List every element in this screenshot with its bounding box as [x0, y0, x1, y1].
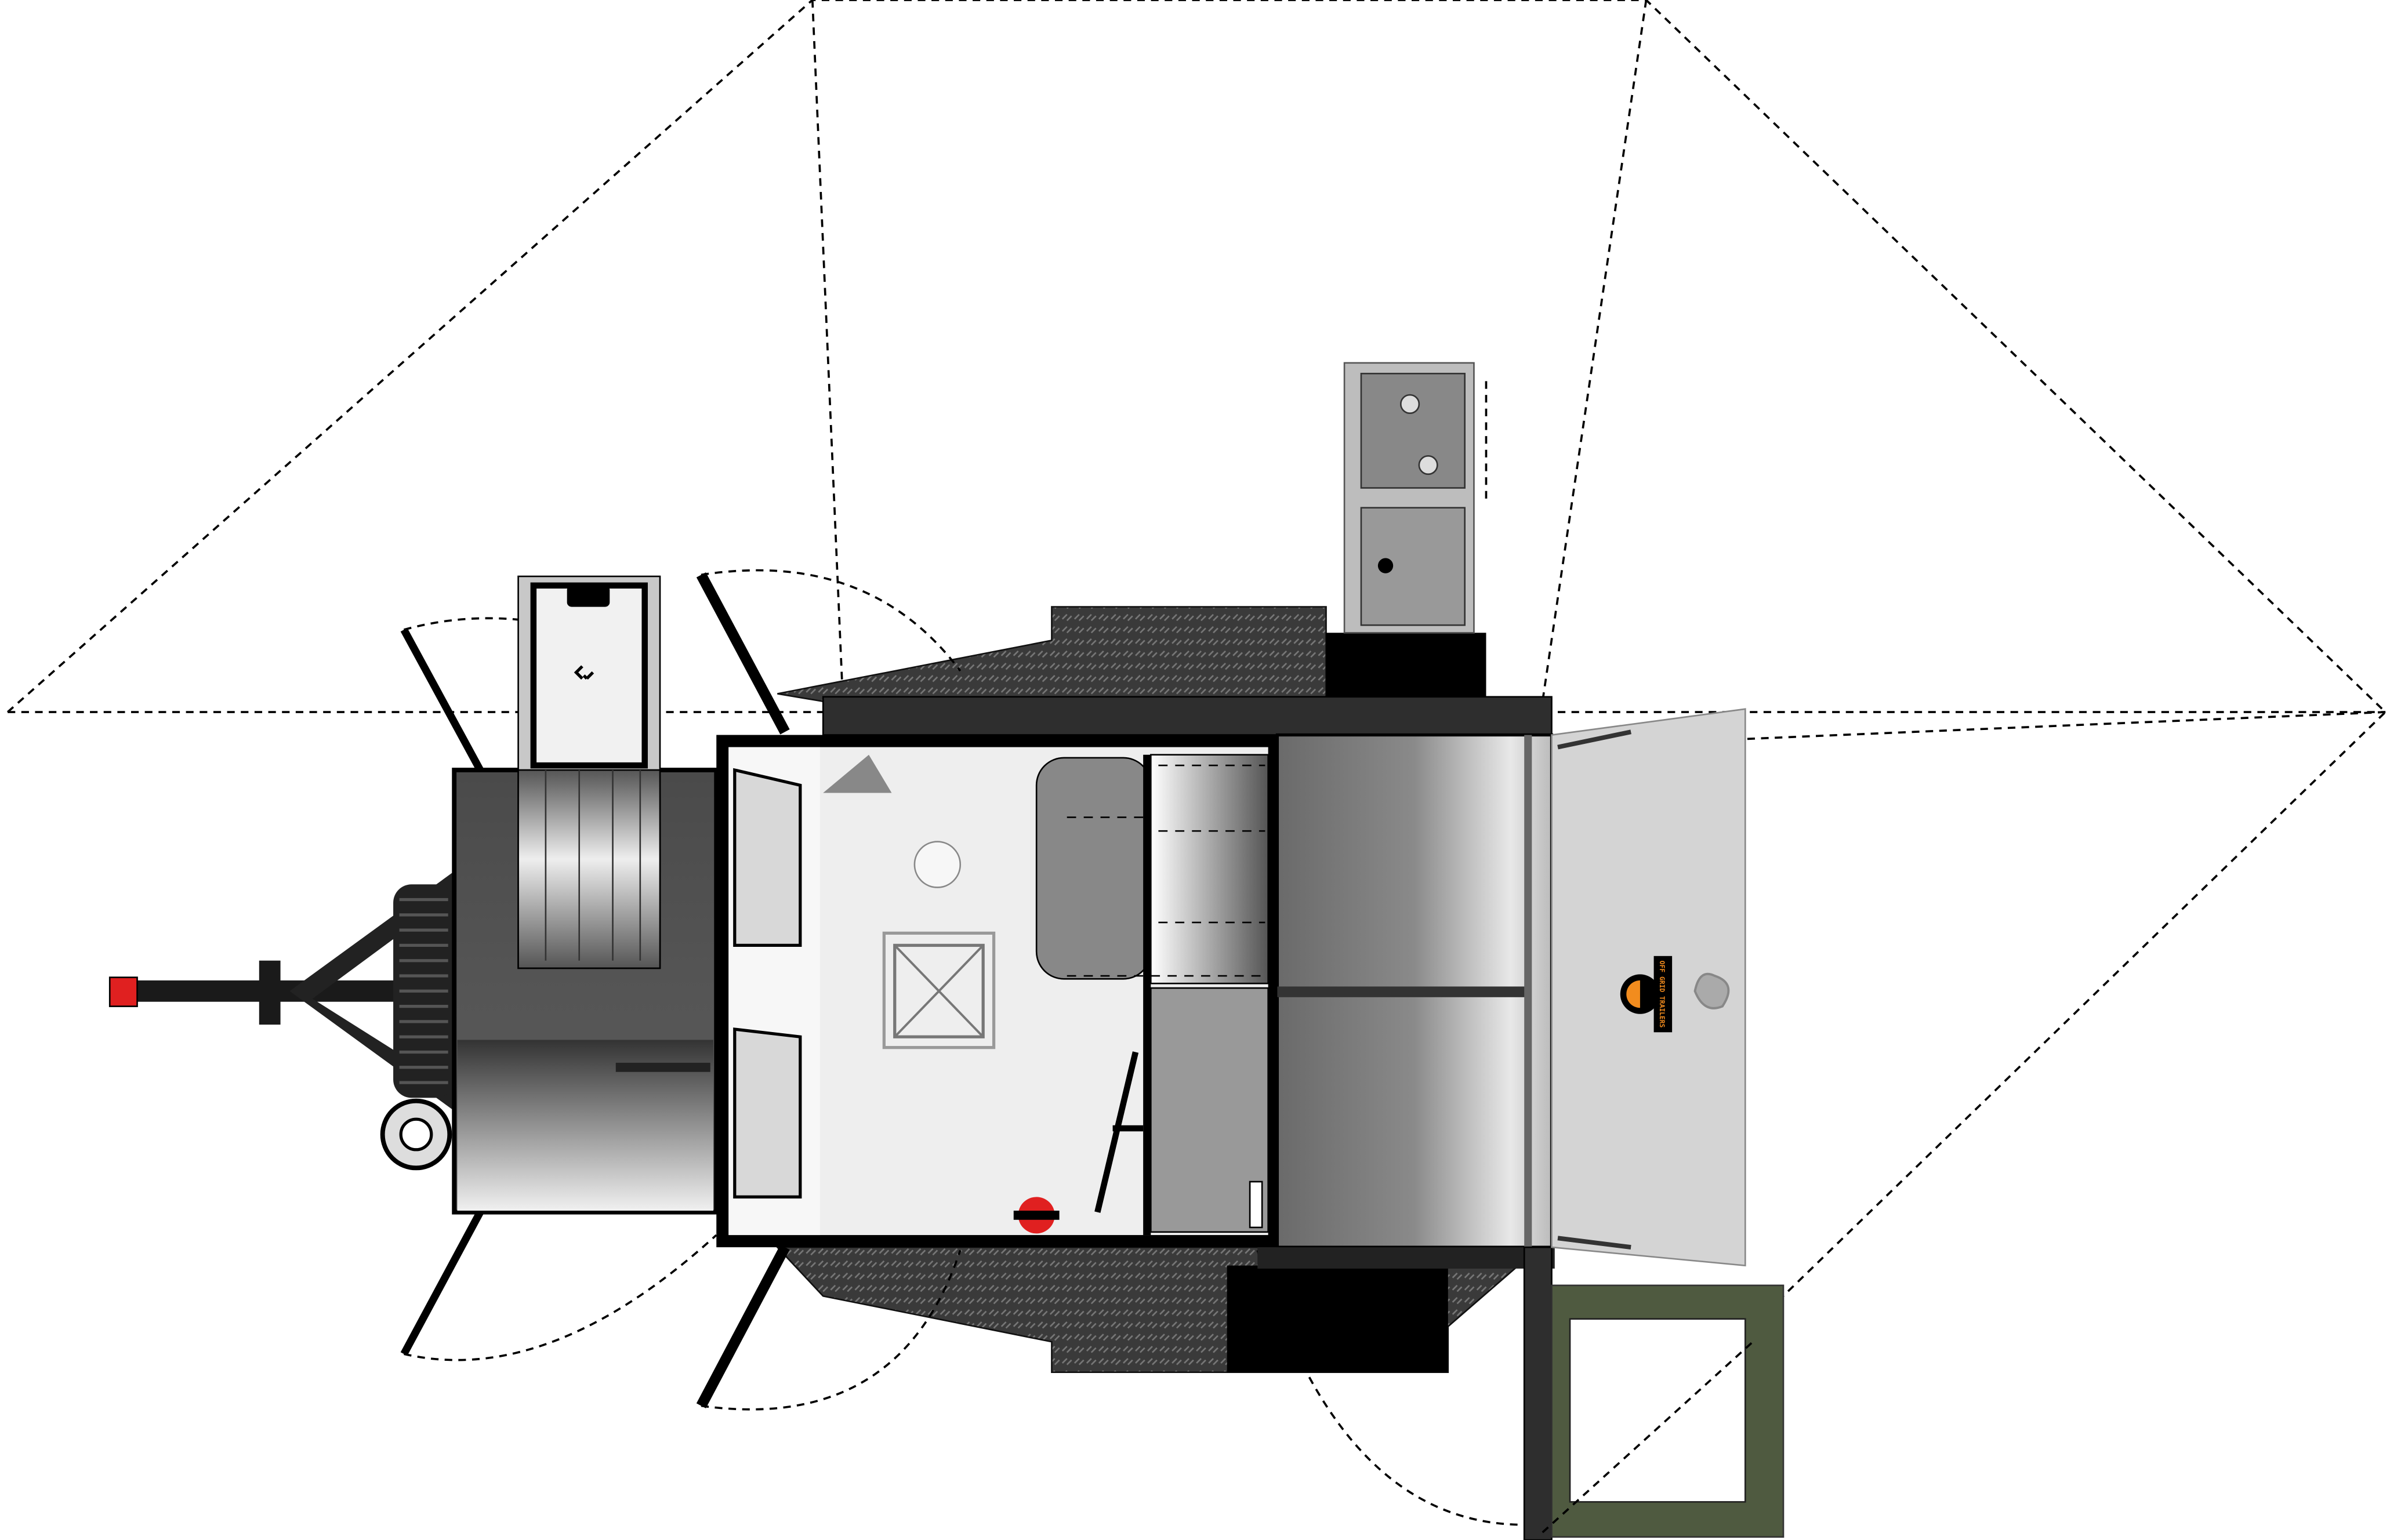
- shelf: [1149, 754, 1269, 985]
- pillow-bottom: [733, 1027, 802, 1198]
- ladder: [1094, 1051, 1144, 1213]
- fender-top: [777, 606, 1327, 702]
- spare-tire: [380, 884, 455, 1171]
- galley-door: OFF GRID TRAILERS: [1551, 708, 1746, 1267]
- brand-logo: OFF GRID TRAILERS: [1620, 956, 1673, 1033]
- front-storage-box: [452, 768, 719, 1215]
- support-post: [1523, 1246, 1553, 1540]
- rear-rail: [822, 696, 1553, 736]
- roof-vent: [882, 931, 996, 1049]
- awning-outline: [6, 0, 2387, 1534]
- cooler: [517, 575, 661, 969]
- fan-icon: [913, 841, 962, 888]
- cooler-brand-icon: [574, 665, 594, 680]
- kitchen-sink-unit: [1343, 362, 1488, 634]
- fender-bottom: [775, 1246, 1542, 1374]
- door-handle-icon: [1693, 972, 1730, 1009]
- cabin: [716, 735, 1278, 1248]
- pillow-top: [733, 768, 802, 947]
- rear-galley: [1257, 733, 1555, 1540]
- kitchen-base: [1326, 633, 1486, 697]
- front-door-swing-arcs: [400, 569, 1525, 1526]
- bed-corner: [823, 754, 892, 793]
- side-table: [1542, 1284, 1785, 1538]
- cabinet: [1035, 757, 1152, 980]
- brand-logo-text: OFF GRID TRAILERS: [1658, 961, 1666, 1028]
- fire-extinguisher-icon: [1013, 1197, 1060, 1234]
- tail-light: [108, 976, 138, 1007]
